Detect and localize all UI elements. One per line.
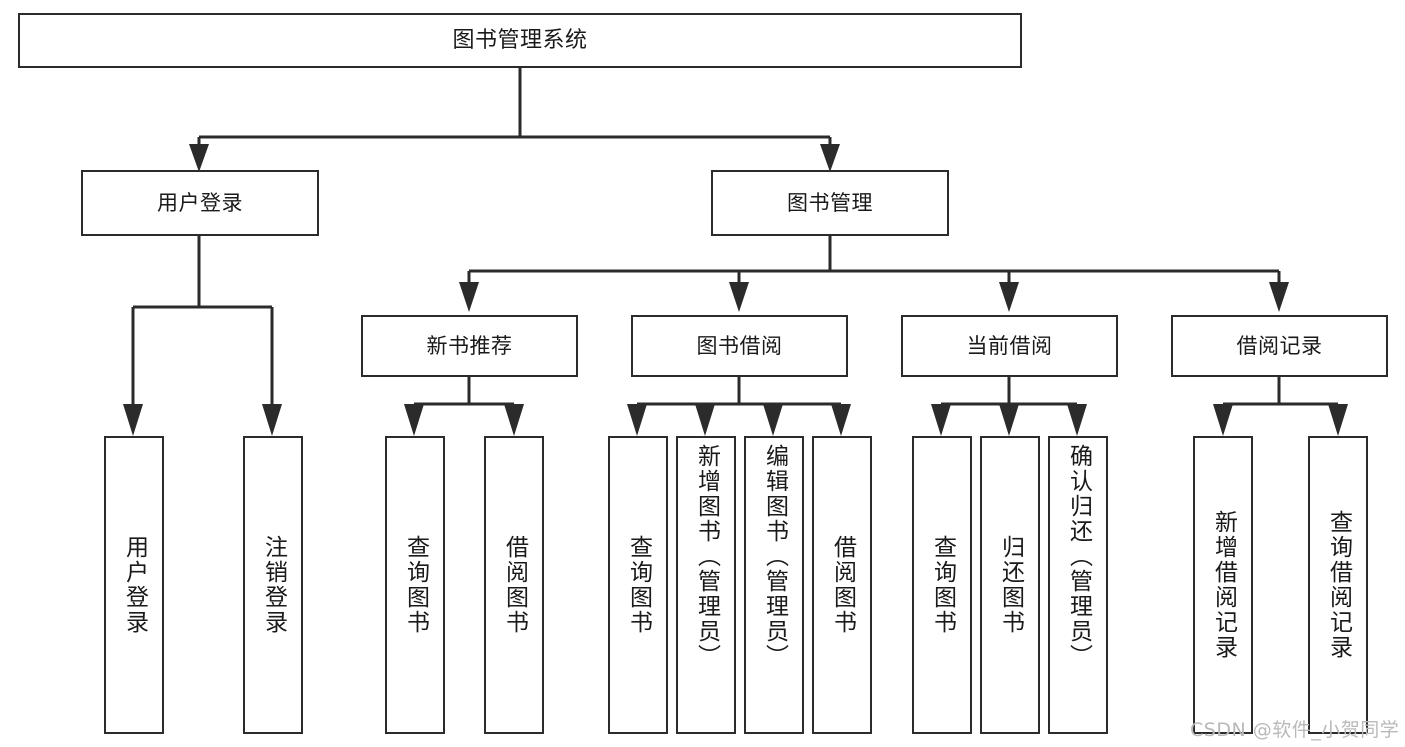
node-new-book-recommend[interactable]: 新书推荐 [361,315,578,377]
node-leaf-edit-book[interactable]: 编辑图书（管理员） [744,436,804,734]
node-book-management-label: 图书管理 [787,190,873,215]
node-root-label: 图书管理系统 [452,27,588,53]
node-leaf-add-book-label: 新增图书（管理员） [693,444,720,669]
node-leaf-query-book-3-label: 查询图书 [929,535,956,635]
node-root[interactable]: 图书管理系统 [18,13,1022,68]
node-leaf-logout-label: 注销登录 [260,535,287,635]
node-leaf-borrow-book-2-label: 借阅图书 [829,535,856,635]
node-leaf-return-book-label: 归还图书 [997,535,1024,635]
node-book-borrow-label: 图书借阅 [696,333,783,358]
node-user-login[interactable]: 用户登录 [81,170,319,236]
node-borrow-record-label: 借阅记录 [1236,333,1323,358]
node-book-management[interactable]: 图书管理 [711,170,949,236]
node-leaf-query-book-1-label: 查询图书 [402,535,429,635]
node-leaf-confirm-return[interactable]: 确认归还（管理员） [1048,436,1108,734]
node-current-borrow[interactable]: 当前借阅 [901,315,1118,377]
node-leaf-query-book-2-label: 查询图书 [625,535,652,635]
node-leaf-return-book[interactable]: 归还图书 [980,436,1040,734]
node-leaf-borrow-book-2[interactable]: 借阅图书 [812,436,872,734]
node-leaf-query-book-2[interactable]: 查询图书 [608,436,668,734]
node-leaf-user-login[interactable]: 用户登录 [104,436,164,734]
node-leaf-borrow-book-1-label: 借阅图书 [501,535,528,635]
node-leaf-edit-book-label: 编辑图书（管理员） [761,444,788,669]
csdn-watermark: CSDN @软件_小贺同学 [1190,719,1400,741]
node-new-book-recommend-label: 新书推荐 [426,333,513,358]
node-leaf-query-record[interactable]: 查询借阅记录 [1308,436,1368,734]
node-leaf-user-login-label: 用户登录 [121,535,148,635]
node-borrow-record[interactable]: 借阅记录 [1171,315,1388,377]
node-leaf-add-record[interactable]: 新增借阅记录 [1193,436,1253,734]
node-leaf-add-record-label: 新增借阅记录 [1210,510,1237,660]
node-leaf-logout[interactable]: 注销登录 [243,436,303,734]
node-leaf-add-book[interactable]: 新增图书（管理员） [676,436,736,734]
node-leaf-query-record-label: 查询借阅记录 [1325,510,1352,660]
node-leaf-query-book-1[interactable]: 查询图书 [385,436,445,734]
node-book-borrow[interactable]: 图书借阅 [631,315,848,377]
node-leaf-borrow-book-1[interactable]: 借阅图书 [484,436,544,734]
node-current-borrow-label: 当前借阅 [966,333,1053,358]
node-leaf-confirm-return-label: 确认归还（管理员） [1065,444,1092,669]
node-leaf-query-book-3[interactable]: 查询图书 [912,436,972,734]
node-user-login-label: 用户登录 [157,190,243,215]
